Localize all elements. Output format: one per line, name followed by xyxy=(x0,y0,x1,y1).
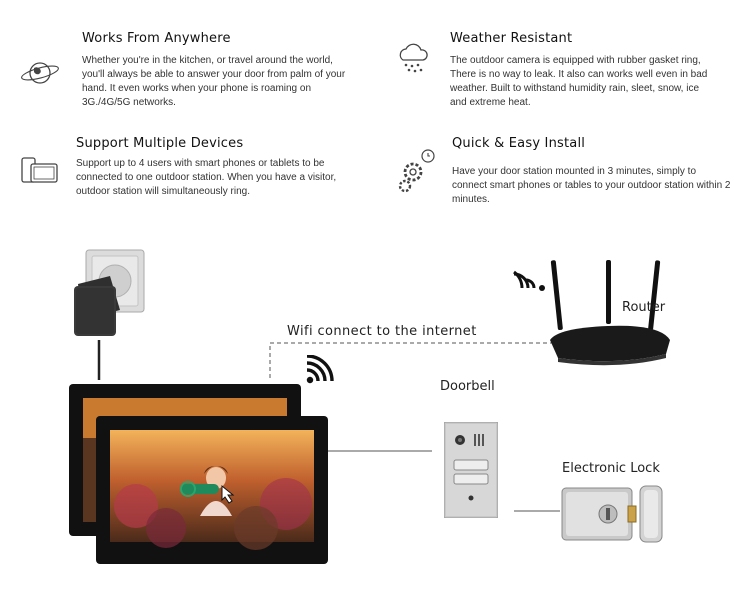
power-adapter xyxy=(70,248,150,349)
globe-icon xyxy=(20,58,60,93)
feature-title: Quick & Easy Install xyxy=(452,136,586,151)
feature-support-multiple-devices: Support Multiple Devices Support up to 4… xyxy=(76,136,361,199)
doorbell-label: Doorbell xyxy=(440,379,495,394)
router xyxy=(548,258,673,375)
feature-weather-resistant: Weather Resistant The outdoor camera is … xyxy=(450,31,715,110)
gears-clock-icon xyxy=(396,148,438,199)
feature-text: Support up to 4 users with smart phones … xyxy=(76,158,337,197)
monitor-front xyxy=(96,416,328,569)
feature-text: The outdoor camera is equipped with rubb… xyxy=(450,55,708,108)
feature-title: Works From Anywhere xyxy=(82,31,231,46)
signal-icon xyxy=(512,260,546,299)
feature-text: Have your door station mounted in 3 minu… xyxy=(452,166,731,205)
devices-icon xyxy=(20,156,60,191)
wifi-label: Wifi connect to the internet xyxy=(287,324,477,339)
lock-label: Electronic Lock xyxy=(562,461,660,476)
wifi-icon xyxy=(305,354,337,390)
feature-works-from-anywhere: Works From Anywhere Whether you're in th… xyxy=(82,31,357,110)
feature-title: Support Multiple Devices xyxy=(76,136,244,151)
router-label: Router xyxy=(622,300,666,315)
doorbell xyxy=(443,421,499,523)
feature-quick-easy-install: Quick & Easy Install Have your door stat… xyxy=(452,136,732,207)
electronic-lock xyxy=(560,484,666,549)
feature-title: Weather Resistant xyxy=(450,31,573,46)
feature-text: Whether you're in the kitchen, or travel… xyxy=(82,55,346,108)
rain-cloud-icon xyxy=(395,42,431,79)
